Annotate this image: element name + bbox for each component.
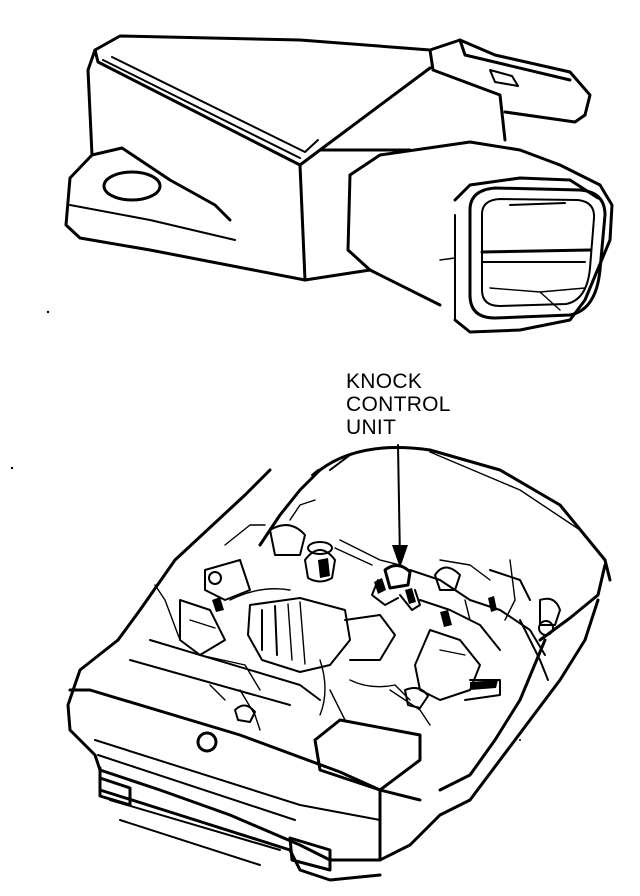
callout-line-1: KNOCK [346, 370, 423, 393]
callout-line-2: CONTROL [346, 393, 451, 416]
callout-label: KNOCK CONTROL UNIT [346, 370, 451, 439]
callout-line-3: UNIT [346, 416, 397, 439]
